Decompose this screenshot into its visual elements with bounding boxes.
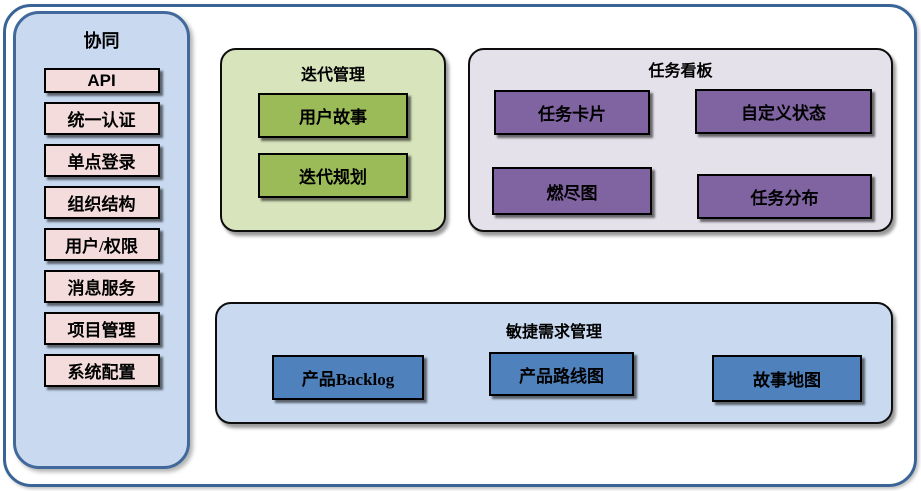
sidebar-item-message-service: 消息服务 <box>43 270 160 303</box>
item-task-card: 任务卡片 <box>494 90 650 135</box>
group-task-board-title: 任务看板 <box>648 63 713 80</box>
group-iteration-management-title: 迭代管理 <box>300 67 365 84</box>
group-iteration-management: 迭代管理 用户故事 迭代规划 <box>220 48 446 232</box>
group-agile-requirements-title: 敏捷需求管理 <box>505 324 602 341</box>
group-task-board: 任务看板 任务卡片 自定义状态 燃尽图 任务分布 <box>468 48 893 232</box>
sidebar-item-user-permission: 用户/权限 <box>43 228 160 261</box>
item-iteration-planning: 迭代规划 <box>258 153 408 198</box>
sidebar-item-project-management: 项目管理 <box>43 312 160 345</box>
group-agile-requirements: 敏捷需求管理 产品Backlog 产品路线图 故事地图 <box>215 302 893 424</box>
item-task-distribution: 任务分布 <box>697 174 872 219</box>
item-burndown-chart: 燃尽图 <box>492 167 652 215</box>
sidebar-item-org-structure: 组织结构 <box>43 186 160 219</box>
sidebar-collaboration: 协同 API 统一认证 单点登录 组织结构 用户/权限 消息服务 项目管理 系统… <box>13 11 190 469</box>
sidebar-item-single-sign-on: 单点登录 <box>43 144 160 177</box>
item-product-roadmap: 产品路线图 <box>489 352 634 396</box>
sidebar-item-unified-auth: 统一认证 <box>43 102 160 135</box>
outer-frame <box>3 4 917 487</box>
item-user-story: 用户故事 <box>258 93 408 138</box>
sidebar-items: API 统一认证 单点登录 组织结构 用户/权限 消息服务 项目管理 系统配置 <box>16 68 187 387</box>
sidebar-item-api: API <box>43 68 160 93</box>
sidebar-item-system-config: 系统配置 <box>43 354 160 387</box>
sidebar-title: 协同 <box>83 31 120 51</box>
item-custom-status: 自定义状态 <box>695 89 872 134</box>
item-story-map: 故事地图 <box>712 355 862 402</box>
item-product-backlog: 产品Backlog <box>272 355 424 400</box>
